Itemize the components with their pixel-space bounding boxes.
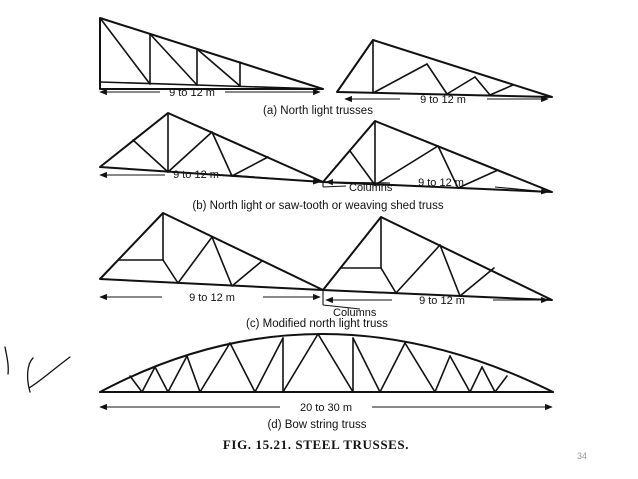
span-label-c-left: 9 to 12 m	[189, 292, 235, 304]
truss-b-left	[99, 112, 324, 183]
caption-a: (a) North light trusses	[263, 105, 373, 117]
truss-a-right	[336, 39, 553, 98]
page-number: 34	[577, 451, 587, 461]
truss-c-left	[99, 212, 324, 291]
truss-b-right	[322, 120, 553, 193]
dimension-a	[99, 88, 549, 103]
handwritten-stroke	[4, 346, 9, 375]
columns-label-c: Columns	[333, 307, 377, 319]
span-label-c-right: 9 to 12 m	[419, 295, 465, 307]
handwritten-check-mark	[26, 356, 71, 393]
span-label-a-right: 9 to 12 m	[420, 94, 466, 106]
dimension-c	[99, 290, 549, 310]
span-label-b-left: 9 to 12 m	[173, 169, 219, 181]
dimension-b	[99, 171, 549, 195]
truss-a-left	[99, 17, 324, 90]
columns-label-b: Columns	[349, 182, 393, 194]
caption-c: (c) Modified north light truss	[246, 318, 388, 330]
span-label-d: 20 to 30 m	[300, 402, 352, 414]
figure-caption: FIG. 15.21. STEEL TRUSSES.	[223, 437, 409, 452]
truss-d-bowstring	[99, 333, 554, 393]
span-label-a-left: 9 to 12 m	[169, 87, 215, 99]
caption-b: (b) North light or saw-tooth or weaving …	[192, 200, 443, 212]
truss-c-right	[322, 216, 553, 301]
caption-d: (d) Bow string truss	[267, 419, 366, 431]
span-label-b-right: 9 to 12 m	[418, 177, 464, 189]
